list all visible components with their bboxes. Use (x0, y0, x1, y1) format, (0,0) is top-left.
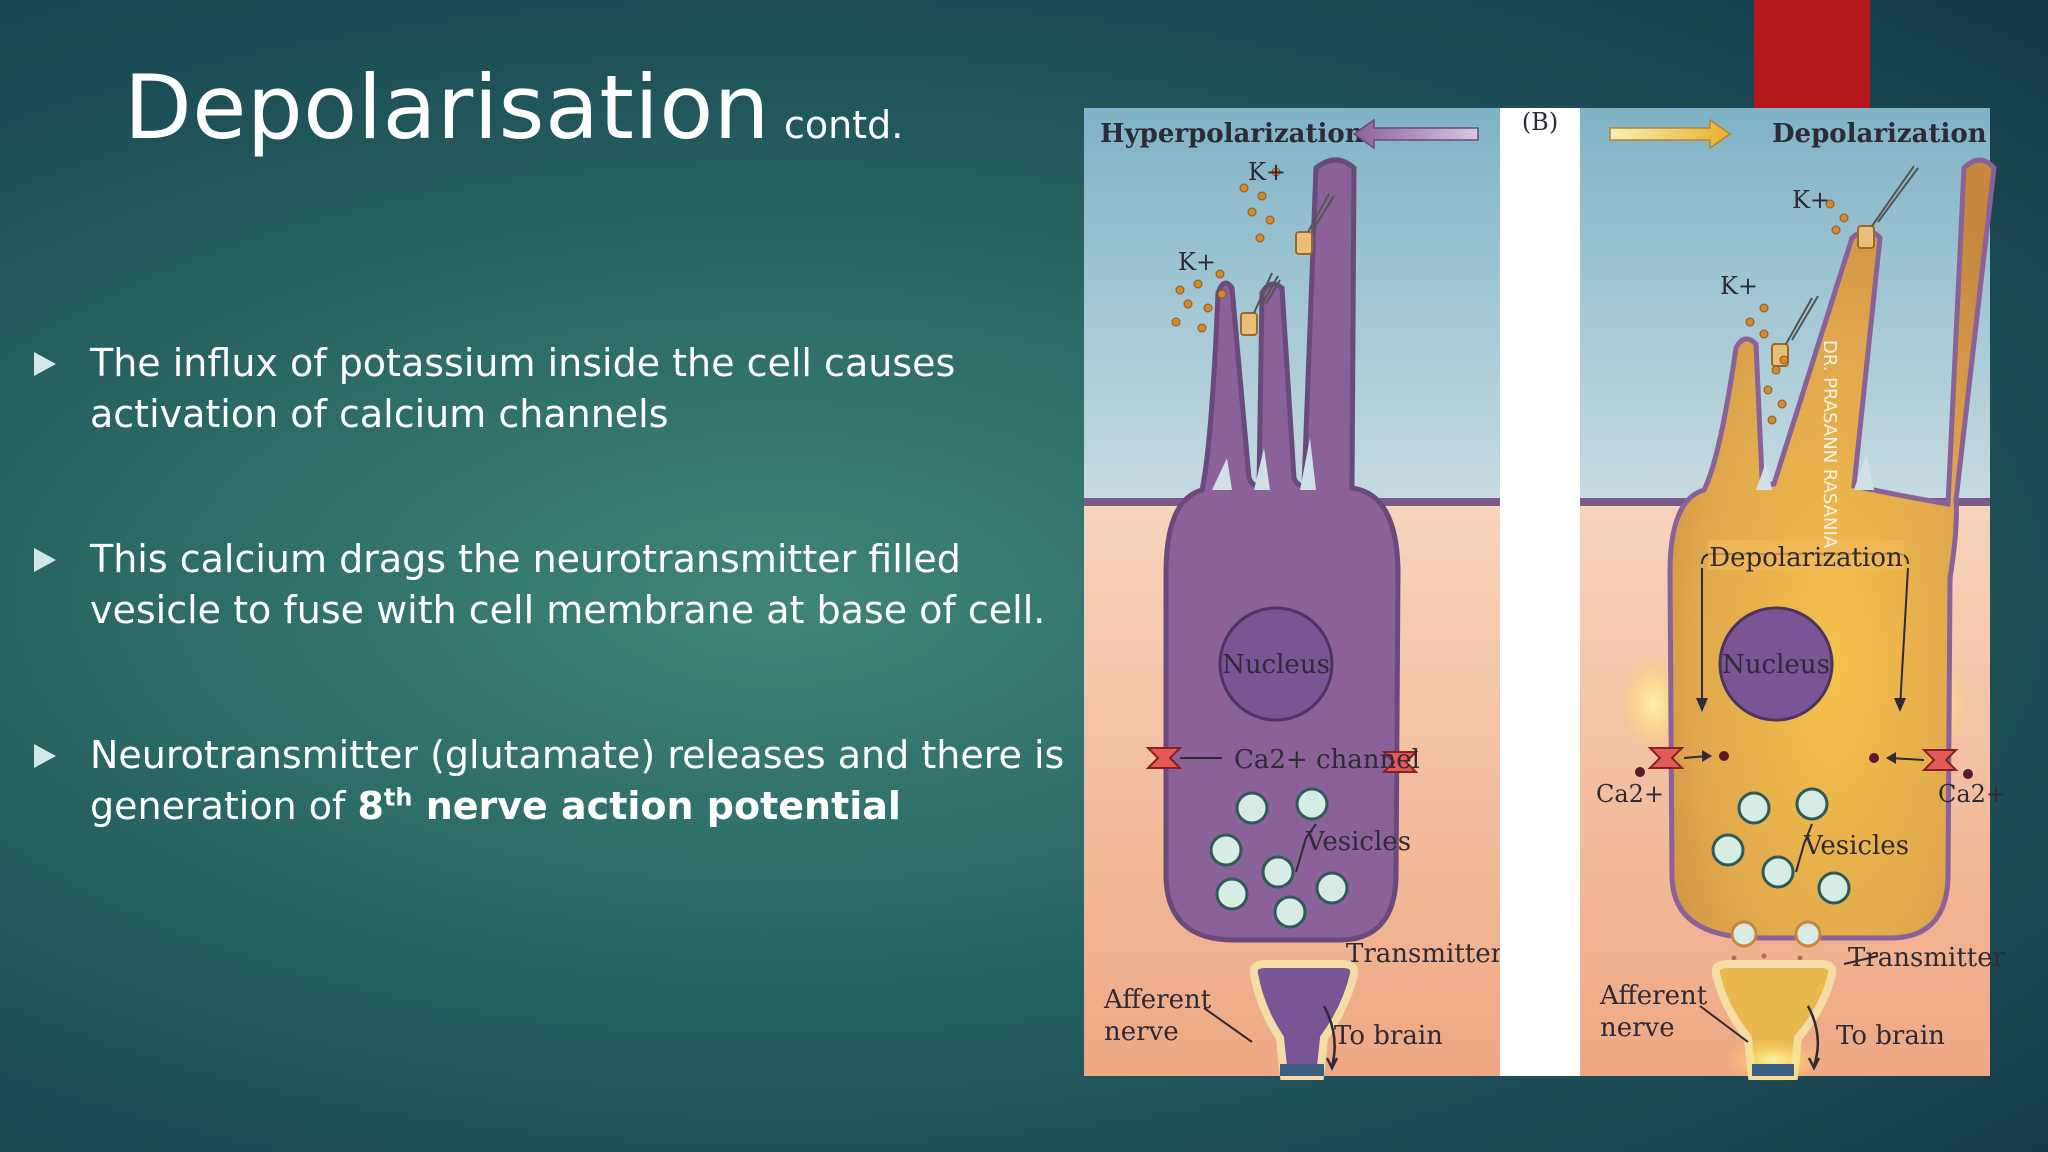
triangle-bullet-icon (34, 352, 56, 376)
tip-link-spring-left (1253, 272, 1281, 314)
afferent-nerve-terminal (1249, 960, 1359, 1080)
bullet-text: This calcium drags the neurotransmitter … (90, 537, 1046, 632)
ca-influx-arrow-right-head (1886, 752, 1896, 764)
title-block: Depolarisation contd. (124, 56, 903, 159)
slide-title: Depolarisation (124, 56, 770, 159)
depolarization-arrow-right (1899, 567, 1909, 709)
depolarization-heading: Depolarization (1772, 119, 1987, 149)
transmitter-label-right: Transmitter (1848, 943, 2006, 973)
bullet-list: The influx of potassium inside the cell … (30, 338, 1070, 832)
vesicles-label: Vesicles (1305, 827, 1411, 857)
depolarization-arrow (1609, 118, 1732, 150)
bullet-item: This calcium drags the neurotransmitter … (30, 534, 1070, 636)
ca-influx-arrow-left-head (1702, 750, 1712, 762)
hyperpolarization-heading: Hyperpolarization (1100, 119, 1364, 149)
ca-channel-icon-right (1381, 751, 1419, 773)
potassium-ions-right (1745, 199, 1849, 425)
depolarization-label-bg (1708, 540, 1904, 570)
to-brain-arrow-head-right (1807, 1057, 1821, 1071)
to-brain-label: To brain (1334, 1021, 1443, 1051)
ca-ion-inside-right (1869, 753, 1879, 763)
depolarization-arrow-right-head (1894, 698, 1906, 712)
bullet-text: The influx of potassium inside the cell … (90, 341, 956, 436)
k-channel-open-right (1857, 225, 1875, 249)
k-ion-label-upper: K+ (1248, 158, 1286, 186)
red-accent-tab (1754, 0, 1870, 110)
tip-link-spring-stretched-left (1785, 295, 1819, 345)
transmitter-leader-right (1843, 955, 1879, 965)
nucleus-label: Nucleus (1222, 650, 1330, 680)
tip-link-spring-stretched-right (1871, 165, 1919, 227)
to-brain-arrow-right (1806, 1005, 1820, 1067)
ca-ion-outside-left (1635, 767, 1645, 777)
k-channel-right (1295, 231, 1313, 255)
ca-channel-icon-left (1145, 747, 1183, 769)
ca-label-right: Ca2+ (1938, 780, 2006, 808)
ca-channel-open-icon-left (1647, 747, 1685, 769)
nucleus-label-right: Nucleus (1722, 650, 1830, 680)
hyperpolarization-arrow (1352, 118, 1479, 150)
afferent-label-line1: Afferent (1103, 985, 1212, 1015)
stereocilia-gap-right (1300, 438, 1316, 490)
bullet-text: Neurotransmitter (glutamate) releases an… (90, 733, 1065, 828)
tip-link-spring-right (1307, 193, 1335, 233)
to-brain-arrow-left (1322, 1005, 1336, 1067)
stereocilia-gap-mid-right-panel (1854, 454, 1874, 490)
bullet-item: Neurotransmitter (glutamate) releases an… (30, 730, 1070, 832)
endolymph-area-right (1580, 108, 1990, 501)
k-channel-left (1240, 312, 1258, 336)
fusing-vesicle-left (1730, 920, 1758, 948)
transmitter-label: Transmitter (1346, 939, 1504, 969)
k-ion-label-lower-right: K+ (1720, 272, 1758, 300)
vesicles-label-right: Vesicles (1803, 831, 1909, 861)
ca-channel-open-icon-right (1921, 749, 1959, 771)
right-panel-depolarization: K+ K+ Depolarization Nucleus (1580, 108, 2006, 1082)
nerve-fiber-end-right (1752, 1064, 1794, 1076)
bullet-bold-rest: nerve action potential (412, 784, 901, 828)
vesicles-leader-right (1795, 823, 1813, 873)
panel-divider (1500, 108, 1580, 1076)
afferent-label-line2-right: nerve (1600, 1013, 1675, 1043)
nucleus (1218, 606, 1334, 722)
vesicles-group (1209, 787, 1349, 929)
watermark-text: DR. PRASANN RASANIA (1819, 340, 1840, 549)
potassium-ions-left (1171, 167, 1281, 333)
depolarization-arrow-left-head (1696, 698, 1708, 712)
ca-label-left: Ca2+ (1596, 780, 1664, 808)
vesicles-leader (1295, 823, 1317, 873)
slide-title-suffix: contd. (783, 103, 904, 147)
ca-ion-inside-left (1719, 751, 1729, 761)
afferent-leader-left (1203, 1007, 1253, 1043)
nerve-fiber-end (1280, 1064, 1324, 1076)
triangle-bullet-icon (34, 744, 56, 768)
bullet-bold-superscript: th (383, 783, 413, 812)
triangle-bullet-icon (34, 548, 56, 572)
stereocilia-gap-mid (1254, 448, 1270, 490)
to-brain-label-right: To brain (1836, 1021, 1945, 1051)
afferent-nerve-terminal-active (1711, 960, 1837, 1080)
afferent-label-line2: nerve (1104, 1017, 1179, 1047)
k-ion-label-upper-right: K+ (1792, 186, 1830, 214)
bullet-item: The influx of potassium inside the cell … (30, 338, 1070, 440)
vesicles-group-right (1711, 787, 1851, 905)
nucleus-right (1718, 606, 1834, 722)
stereocilia-gap-left (1212, 458, 1232, 490)
hair-cell-body (1163, 157, 1401, 943)
hair-cell-figure: K+ K+ Nucleus Ca2+ channel (1084, 108, 2006, 1082)
nerve-activation-glow (1724, 1038, 1824, 1082)
to-brain-arrow-head-left (1325, 1057, 1339, 1071)
stereocilia-gap-left-right-panel (1756, 462, 1772, 490)
afferent-leader-right (1699, 1005, 1749, 1043)
bullet-bold-number: 8 (357, 784, 384, 828)
k-ion-label-lower: K+ (1178, 248, 1216, 276)
fusing-vesicle-right (1794, 920, 1822, 948)
panel-b-label: (B) (1522, 108, 1558, 136)
ca-ion-outside-right (1963, 769, 1973, 779)
hair-cell-diagram: K+ K+ Nucleus Ca2+ channel (1084, 108, 2006, 1082)
afferent-label-line1-right: Afferent (1599, 981, 1708, 1011)
ca-channel-label: Ca2+ channel (1234, 745, 1420, 775)
left-panel-hyperpolarization: K+ K+ Nucleus Ca2+ channel (1084, 108, 1504, 1080)
depolarization-internal-label: Depolarization (1709, 543, 1903, 573)
